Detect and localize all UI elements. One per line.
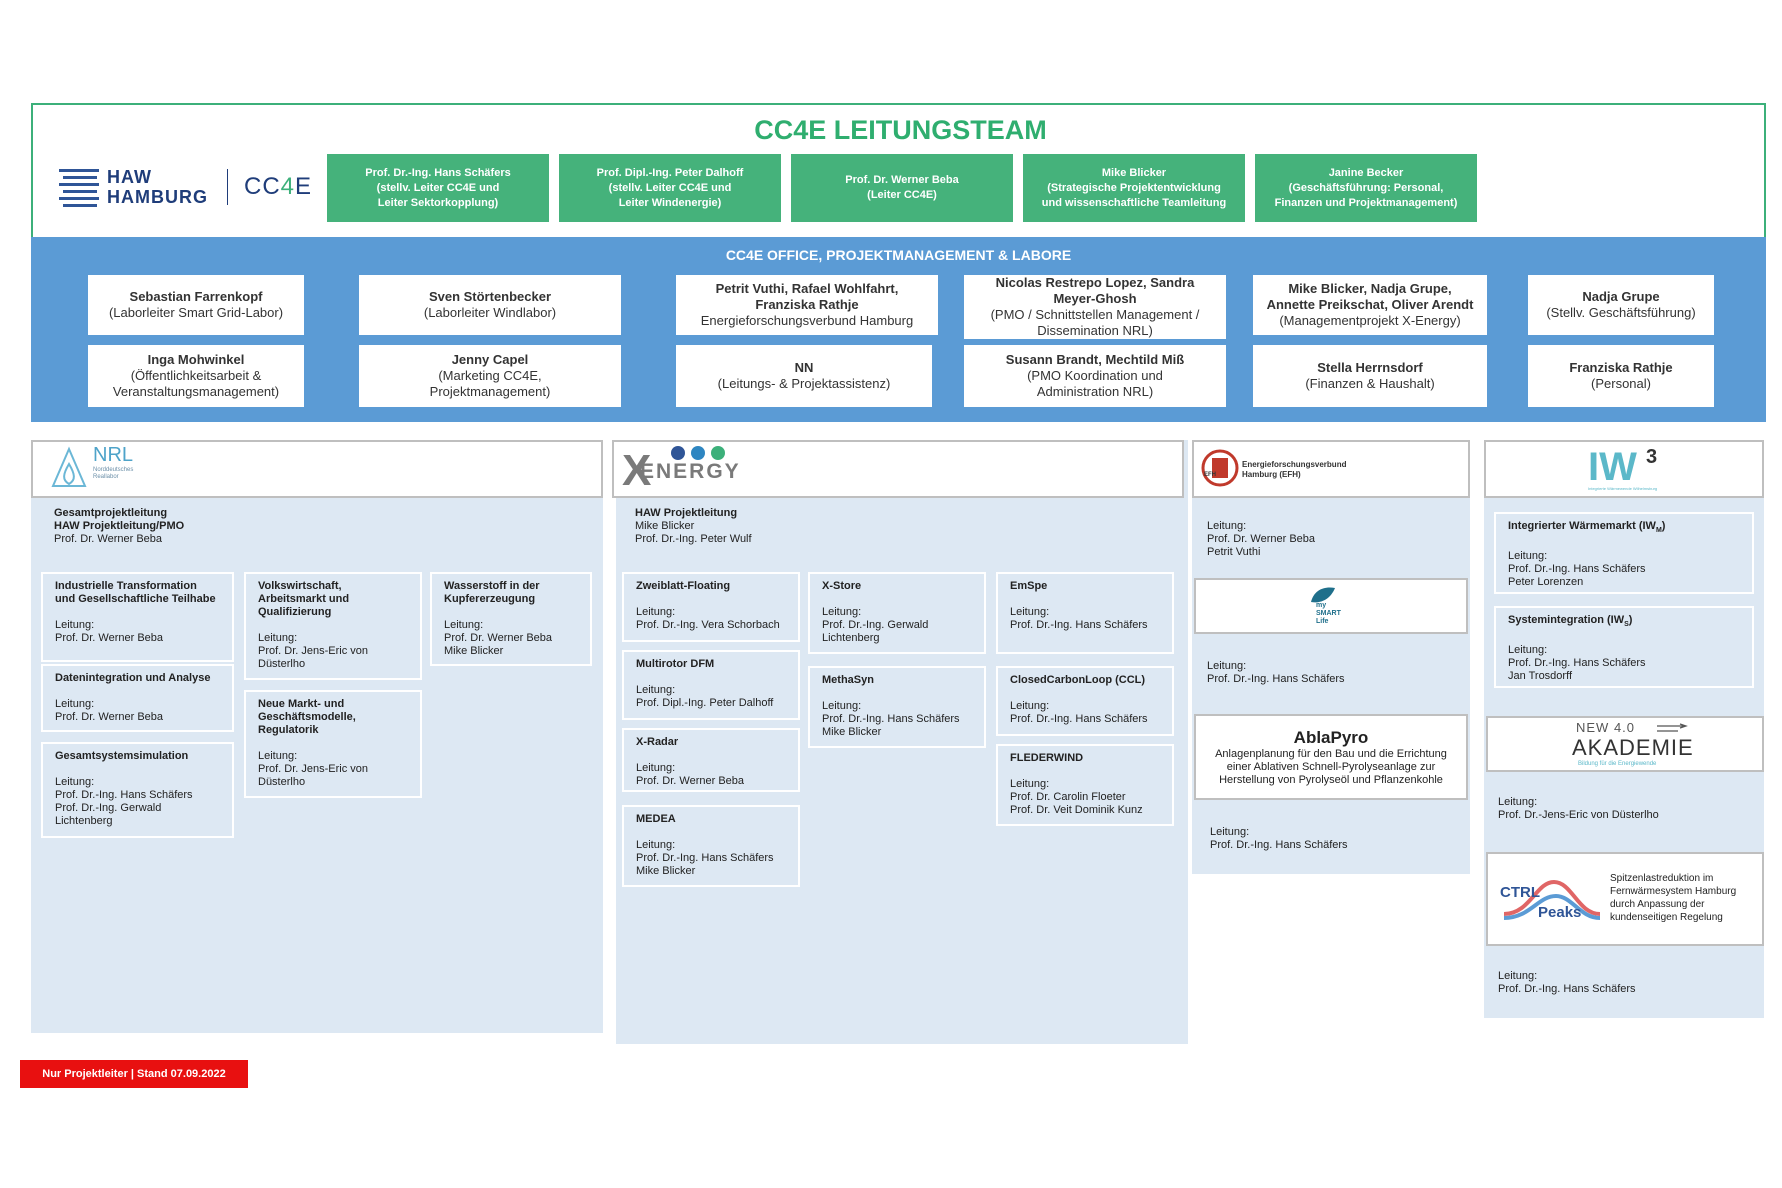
office-title: CC4E OFFICE, PROJEKTMANAGEMENT & LABORE	[725, 247, 1072, 263]
ablapyro-lead-info: Leitung:Prof. Dr.-Ing. Hans Schäfers	[1210, 826, 1348, 851]
haw-logo-line-icon	[63, 176, 97, 179]
ctrlpeaks-logo-b: Peaks	[1538, 904, 1582, 921]
xenergy-subproject-box: ClosedCarbonLoop (CCL)Leitung:Prof. Dr.-…	[996, 666, 1174, 736]
leadership-title: CC4E LEITUNGSTEAM	[754, 115, 1047, 145]
arrows-icon	[1657, 723, 1688, 732]
leader-box: Mike Blicker(Strategische Projektentwick…	[1023, 154, 1245, 222]
iw3-subproject-box: Integrierter Wärmemarkt (IWM) Leitung:Pr…	[1494, 512, 1754, 594]
nrl-logo-text: NRL	[93, 444, 134, 466]
office-member-box: Stella Herrnsdorf(Finanzen & Haushalt)	[1253, 345, 1487, 407]
efh-badge-icon	[1201, 449, 1239, 487]
iw3-subproject-box: Systemintegration (IWS) Leitung:Prof. Dr…	[1494, 606, 1754, 688]
iw3-logo-header: IW 3 Integrierte Wärmewende Wilhelmsburg	[1484, 440, 1764, 498]
office-panel: CC4E OFFICE, PROJEKTMANAGEMENT & LABORE …	[31, 237, 1766, 422]
iw3-logo-sub: Integrierte Wärmewende Wilhelmsburg	[1588, 486, 1658, 491]
cc4e-logo-text: CC4E	[244, 173, 313, 200]
office-member-box: Nadja Grupe(Stellv. Geschäftsführung)	[1528, 275, 1714, 335]
nrl-drop-icon	[51, 446, 87, 487]
ablapyro-title: AblaPyro	[1293, 728, 1369, 747]
haw-logo-line-icon	[59, 169, 99, 172]
office-member-box: Susann Brandt, Mechtild Miß(PMO Koordina…	[964, 345, 1226, 407]
ablapyro-box: AblaPyro Anlagenplanung für den Bau und …	[1194, 714, 1468, 800]
haw-cc4e-logo: HAW HAMBURG CC4E	[59, 167, 319, 207]
leader-box: Prof. Dipl.-Ing. Peter Dalhoff(stellv. L…	[559, 154, 781, 222]
iw3-logo-sup: 3	[1646, 446, 1658, 468]
office-member-box: Mike Blicker, Nadja Grupe,Annette Preiks…	[1253, 275, 1487, 335]
new40-logo-line2: AKADEMIE	[1572, 735, 1694, 760]
ablapyro-description: Anlagenplanung für den Bau und die Erric…	[1215, 748, 1447, 786]
office-member-box: Inga Mohwinkel(Öffentlichkeitsarbeit &Ve…	[88, 345, 304, 407]
leader-box: Prof. Dr. Werner Beba(Leiter CC4E)	[791, 154, 1013, 222]
haw-logo-line-icon	[59, 197, 99, 200]
haw-logo-line-icon	[63, 204, 97, 207]
office-member-box: Petrit Vuthi, Rafael Wohlfahrt,Franziska…	[676, 275, 938, 335]
office-member-box: NN(Leitungs- & Projektassistenz)	[676, 345, 932, 407]
leader-box: Janine Becker(Geschäftsführung: Personal…	[1255, 154, 1477, 222]
office-member-box: Franziska Rathje(Personal)	[1528, 345, 1714, 407]
footer-status-label: Nur Projektleiter | Stand 07.09.2022	[20, 1060, 248, 1088]
logo-divider	[227, 169, 228, 205]
xenergy-logo-text: ENERGY	[640, 460, 741, 483]
nrl-column	[31, 440, 603, 1033]
efh-badge-text: EFH	[1204, 472, 1216, 478]
efh-column	[1192, 440, 1470, 874]
new40-lead-info: Leitung:Prof. Dr.-Jens-Eric von Düsterlh…	[1498, 796, 1659, 821]
nrl-subproject-box: Datenintegration und Analyse Leitung:Pro…	[41, 664, 234, 732]
nrl-head-info: Gesamtprojektleitung HAW Projektleitung/…	[54, 507, 185, 545]
new40-akademie-logo: NEW 4.0 AKADEMIE Bildung für die Energie…	[1486, 716, 1764, 772]
new40-logo-line3: Bildung für die Energiewende	[1578, 761, 1657, 767]
mysmartlife-lead-info: Leitung:Prof. Dr.-Ing. Hans Schäfers	[1207, 660, 1345, 685]
ctrlpeaks-wave-icon	[1503, 879, 1601, 920]
haw-logo-text: HAW HAMBURG	[107, 167, 208, 207]
leader-box: Prof. Dr.-Ing. Hans Schäfers(stellv. Lei…	[327, 154, 549, 222]
xenergy-badge-icons	[671, 446, 725, 460]
leaf-icon	[1311, 587, 1335, 603]
office-member-box: Sebastian Farrenkopf(Laborleiter Smart G…	[88, 275, 304, 335]
iw3-logo-text: IW	[1588, 445, 1637, 489]
haw-logo-line-icon	[63, 190, 97, 193]
office-member-box: Jenny Capel(Marketing CC4E,Projektmanage…	[359, 345, 621, 407]
nrl-subproject-box: Gesamtsystemsimulation Leitung:Prof. Dr.…	[41, 742, 234, 838]
office-member-box: Sven Störtenbecker(Laborleiter Windlabor…	[359, 275, 621, 335]
xenergy-column	[616, 440, 1188, 1044]
ctrlpeaks-logo-a: CTRL	[1500, 884, 1540, 901]
ctrlpeaks-lead-info: Leitung:Prof. Dr.-Ing. Hans Schäfers	[1498, 970, 1636, 995]
xenergy-head-info: HAW Projektleitung Mike Blicker Prof. Dr…	[635, 507, 752, 545]
xenergy-logo-header: X ENERGY	[612, 440, 1184, 498]
haw-logo-line-icon	[59, 183, 99, 186]
new40-logo-line1: NEW 4.0	[1576, 720, 1636, 735]
leadership-panel: CC4E LEITUNGSTEAM HAW HAMBURG CC4E Prof.…	[31, 103, 1766, 237]
xenergy-logo-x: X	[622, 446, 652, 495]
